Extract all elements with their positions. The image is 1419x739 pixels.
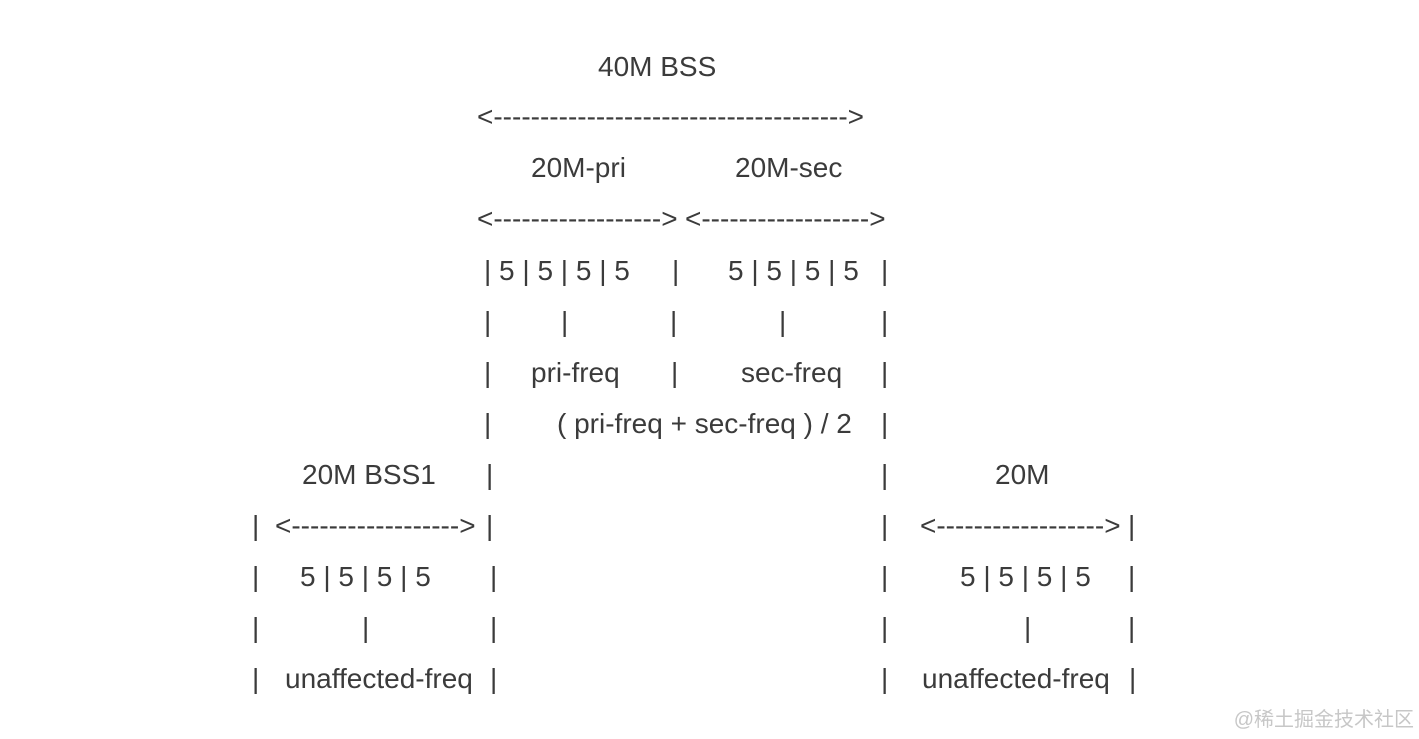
- diagram-row: | <------------------> | | <------------…: [0, 500, 1419, 552]
- pipe-divider: |: [881, 663, 889, 694]
- pipe-divider: |: [779, 306, 787, 337]
- pipe-divider: |: [881, 510, 889, 541]
- diagram-row: | | | | |: [0, 296, 1419, 348]
- pipe-divider: |: [881, 612, 889, 643]
- pipe-divider: |: [670, 306, 678, 337]
- bss1-title: 20M BSS1: [302, 459, 436, 490]
- bss40-span-arrow: <-------------------------------------->: [477, 101, 865, 132]
- pipe-divider: |: [484, 357, 492, 388]
- pipe-divider: |: [881, 408, 889, 439]
- pipe-divider: |: [362, 612, 370, 643]
- pipe-divider: |: [1129, 663, 1137, 694]
- diagram-row: | 5 | 5 | 5 | 5 | | 5 | 5 | 5 | 5 |: [0, 551, 1419, 603]
- pipe-divider: |: [486, 459, 494, 490]
- pri-span-arrow: <------------------>: [477, 203, 678, 234]
- pipe-divider: |: [252, 612, 260, 643]
- pipe-divider: |: [881, 255, 889, 286]
- diagram-row: 20M-pri 20M-sec: [0, 142, 1419, 194]
- pipe-divider: |: [1128, 612, 1136, 643]
- juejin-watermark: @稀土掘金技术社区: [1233, 709, 1414, 731]
- center-freq-formula: ( pri-freq + sec-freq ) / 2: [557, 408, 852, 439]
- pipe-divider: |: [490, 561, 498, 592]
- diagram-row: | unaffected-freq | | unaffected-freq |: [0, 653, 1419, 705]
- pipe-divider: |: [252, 510, 260, 541]
- diagram-row: 20M BSS1 | | 20M: [0, 449, 1419, 501]
- pipe-divider: |: [672, 255, 680, 286]
- pipe-divider: |: [490, 612, 498, 643]
- pipe-divider: |: [484, 306, 492, 337]
- pipe-divider: |: [484, 408, 492, 439]
- diagram-row: | pri-freq | sec-freq |: [0, 347, 1419, 399]
- pipe-divider: |: [671, 357, 679, 388]
- pipe-divider: |: [881, 459, 889, 490]
- pri-channel-label: 20M-pri: [531, 152, 626, 183]
- pri-freq-label: pri-freq: [531, 357, 620, 388]
- pri-subchannels: | 5 | 5 | 5 | 5: [484, 255, 630, 286]
- bss1-subchannels: 5 | 5 | 5 | 5: [300, 561, 431, 592]
- pipe-divider: |: [881, 561, 889, 592]
- pipe-divider: |: [486, 510, 494, 541]
- right20-title: 20M: [995, 459, 1050, 490]
- pipe-divider: |: [252, 663, 260, 694]
- pipe-divider: |: [252, 561, 260, 592]
- sec-subchannels: 5 | 5 | 5 | 5: [728, 255, 859, 286]
- diagram-row: | 5 | 5 | 5 | 5 | 5 | 5 | 5 | 5 |: [0, 245, 1419, 297]
- bss1-span-arrow: <------------------>: [275, 510, 476, 541]
- bss1-unaffected-freq-label: unaffected-freq: [285, 663, 473, 694]
- sec-freq-label: sec-freq: [741, 357, 843, 388]
- diagram-row: | | | | | |: [0, 602, 1419, 654]
- diagram-row: <------------------> <------------------…: [0, 193, 1419, 245]
- pipe-divider: |: [1024, 612, 1032, 643]
- diagram-row: 40M BSS: [0, 41, 1419, 93]
- pipe-divider: |: [881, 306, 889, 337]
- pipe-divider: |: [1128, 510, 1136, 541]
- bss40-title: 40M BSS: [598, 51, 717, 82]
- pipe-divider: |: [881, 357, 889, 388]
- right20-unaffected-freq-label: unaffected-freq: [922, 663, 1110, 694]
- pipe-divider: |: [490, 663, 498, 694]
- pipe-divider: |: [1128, 561, 1136, 592]
- right20-span-arrow: <------------------>: [920, 510, 1121, 541]
- diagram-row: | ( pri-freq + sec-freq ) / 2 |: [0, 398, 1419, 450]
- right20-subchannels: 5 | 5 | 5 | 5: [960, 561, 1091, 592]
- sec-span-arrow: <------------------>: [685, 203, 886, 234]
- diagram-row: <-------------------------------------->: [0, 91, 1419, 143]
- sec-channel-label: 20M-sec: [735, 152, 843, 183]
- pipe-divider: |: [561, 306, 569, 337]
